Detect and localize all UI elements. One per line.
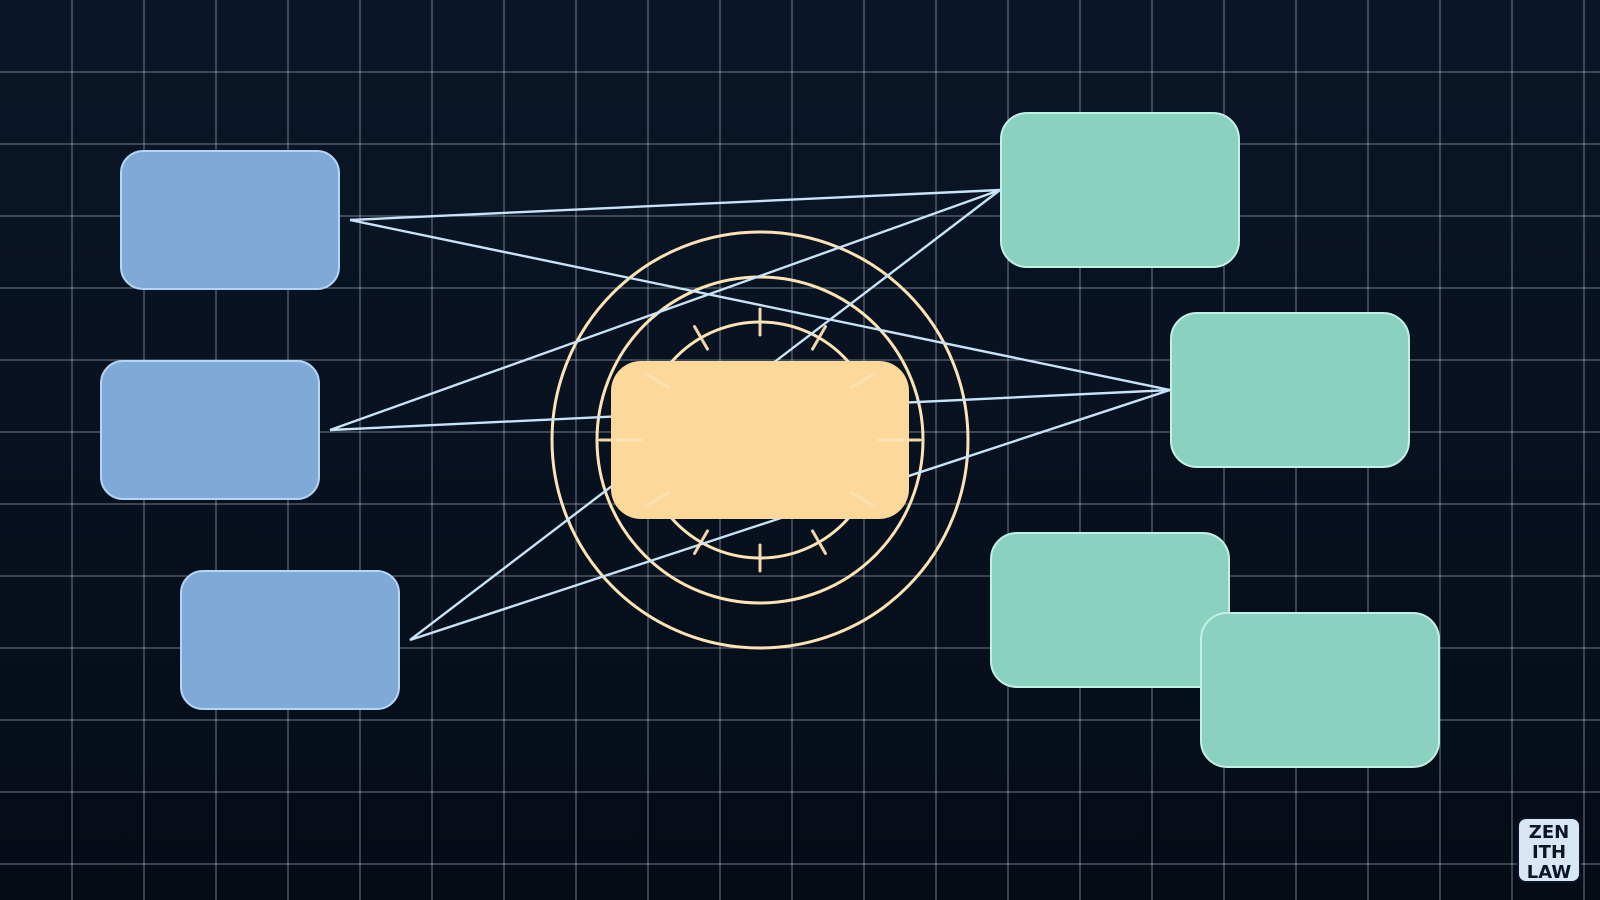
connector-source-node-1-to-target-node-2 bbox=[349, 218, 1171, 392]
source-node-1 bbox=[120, 150, 340, 290]
logo-line-3: LAW bbox=[1527, 862, 1572, 883]
hub-ray-8 bbox=[645, 373, 671, 389]
hub-ray-2 bbox=[849, 491, 875, 507]
hub-rays bbox=[598, 307, 922, 573]
target-node-3 bbox=[990, 532, 1230, 688]
connector-source-node-1-to-target-node-1 bbox=[349, 188, 1001, 222]
hub-ray-9 bbox=[693, 325, 709, 351]
source-node-3 bbox=[180, 570, 400, 710]
target-node-4 bbox=[1200, 612, 1440, 768]
logo-line-2: ITH bbox=[1532, 842, 1566, 863]
hub-ray-3 bbox=[811, 529, 827, 555]
logo-line-1: ZEN bbox=[1529, 822, 1569, 843]
logo-badge bbox=[1517, 817, 1581, 883]
hub-ray-12 bbox=[849, 373, 875, 389]
source-node-2 bbox=[100, 360, 320, 500]
hub-ring-1 bbox=[550, 230, 970, 650]
hub-node bbox=[611, 361, 909, 519]
nodes bbox=[100, 112, 1440, 768]
target-node-1 bbox=[1000, 112, 1240, 268]
zenith-law-logo: ZEN ITH LAW bbox=[1517, 817, 1581, 883]
connector-source-node-2-to-target-node-1 bbox=[329, 188, 1001, 432]
hub-ray-6 bbox=[645, 491, 671, 507]
hub-ray-5 bbox=[693, 529, 709, 555]
hub-ray-11 bbox=[811, 325, 827, 351]
target-node-2 bbox=[1170, 312, 1410, 468]
